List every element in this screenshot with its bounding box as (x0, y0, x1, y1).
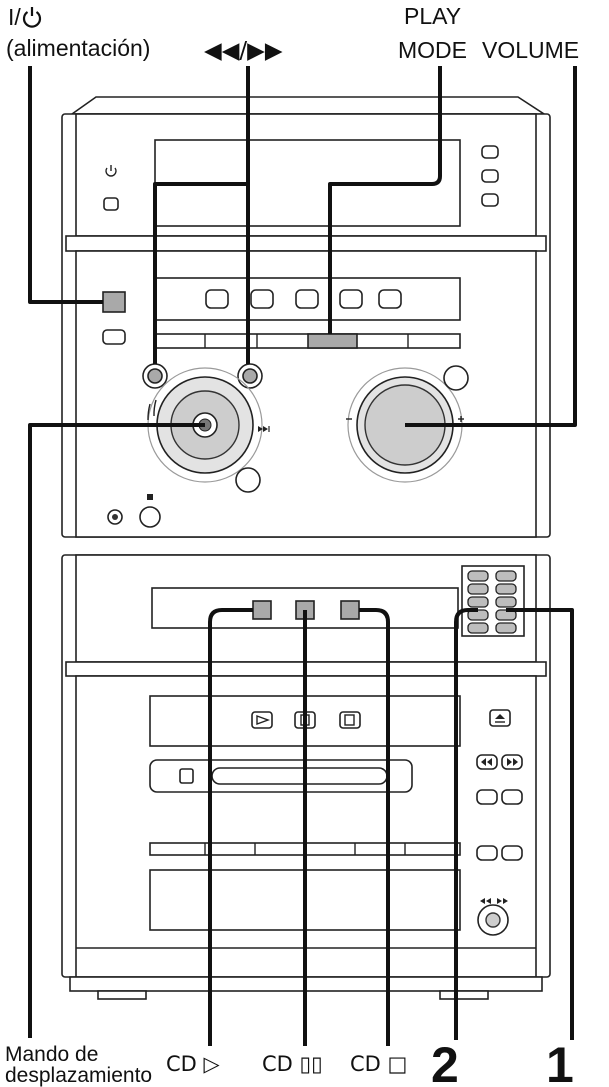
small-knob (477, 898, 509, 936)
callout-lines (28, 66, 577, 1046)
skip-label: ◀◀/▶▶ (204, 38, 283, 64)
disc-button (467, 622, 489, 634)
power-sublabel: (alimentación) (6, 35, 150, 61)
volume-plus-mark (458, 416, 464, 422)
stop-marker (147, 494, 153, 500)
step-1-label: 1 (546, 1037, 574, 1087)
headphone-jack (107, 509, 123, 525)
panel-button-3 (295, 289, 319, 309)
stop-button (139, 506, 161, 528)
standby-icon (105, 165, 117, 177)
fast-forward-icon (507, 758, 518, 766)
stop-icon (344, 714, 355, 726)
disc-button (495, 583, 517, 595)
disc-button (467, 583, 489, 595)
right-key (501, 789, 523, 805)
callout-line-skip-branch (153, 182, 248, 364)
power-label: I/ (8, 4, 21, 30)
fast-forward-button (237, 363, 263, 389)
timer-button (103, 197, 119, 211)
cd-stop-button (340, 600, 360, 620)
jog-label-line2: desplazamiento (5, 1064, 152, 1087)
cd-slot (149, 759, 413, 793)
round-button-center (235, 467, 261, 493)
cd-stop-label: CD □ (350, 1052, 407, 1076)
jog-skip-mark (258, 426, 270, 432)
callout-line-cd-stop (359, 608, 390, 1046)
callout-line-cd-play (208, 608, 253, 1046)
cd-slot-button (179, 768, 194, 784)
callout-line-jog (28, 423, 205, 1038)
segment-strip (154, 333, 461, 349)
rewind-button (142, 363, 168, 389)
cd-pause-label: CD ▯▯ (262, 1052, 323, 1076)
cd-slot-opening (211, 767, 388, 785)
play-button (251, 711, 273, 729)
disc-buttons (461, 565, 525, 637)
disc-button (467, 596, 489, 608)
callout-line-step-2 (454, 608, 478, 1040)
right-key (501, 845, 523, 861)
step-2-label: 2 (431, 1037, 459, 1087)
top-right-button-2 (481, 169, 499, 183)
cd-play-button (252, 600, 272, 620)
play-icon (256, 715, 271, 725)
foot-left (97, 990, 147, 1000)
panel-button-5 (378, 289, 402, 309)
power-icon (22, 7, 42, 28)
fast-forward-key (501, 754, 523, 770)
mode-label: MODE (398, 37, 467, 63)
bottom-labels: Mando de desplazamiento CD ▷ CD ▯▯ CD □ … (5, 1037, 574, 1087)
foot-right (439, 990, 489, 1000)
right-key (476, 845, 498, 861)
main-unit (61, 96, 551, 538)
power-button (102, 291, 126, 313)
function-button (102, 329, 126, 345)
cd-play-label: CD ▷ (166, 1052, 221, 1076)
eject-button (489, 709, 511, 727)
play-label: PLAY (404, 3, 461, 29)
callout-line-volume (405, 66, 577, 427)
volume-label: VOLUME (482, 37, 579, 63)
eject-icon (495, 714, 505, 723)
jog-label-line1: Mando de (5, 1043, 98, 1066)
disc-button (495, 622, 517, 634)
right-key (476, 789, 498, 805)
main-unit-groove (65, 235, 547, 252)
stop-button-front (339, 711, 361, 729)
panel-button-4 (339, 289, 363, 309)
top-labels: I/ (alimentación) ◀◀/▶▶ PLAY MODE VOLUME (6, 3, 579, 64)
top-right-button-1 (481, 145, 499, 159)
callout-line-play-mode (328, 66, 442, 334)
top-right-button-3 (481, 193, 499, 207)
disc-button (495, 596, 517, 608)
callout-line-power (28, 66, 103, 304)
disc-button (467, 570, 489, 582)
disc-button (495, 570, 517, 582)
panel-button-2 (250, 289, 274, 309)
round-button-right (443, 365, 469, 391)
callout-line-step-1 (506, 608, 574, 1040)
main-unit-top-face (69, 96, 547, 115)
play-mode-button (307, 333, 358, 349)
rewind-key (476, 754, 498, 770)
panel-button-1 (205, 289, 229, 309)
rewind-icon (481, 758, 492, 766)
